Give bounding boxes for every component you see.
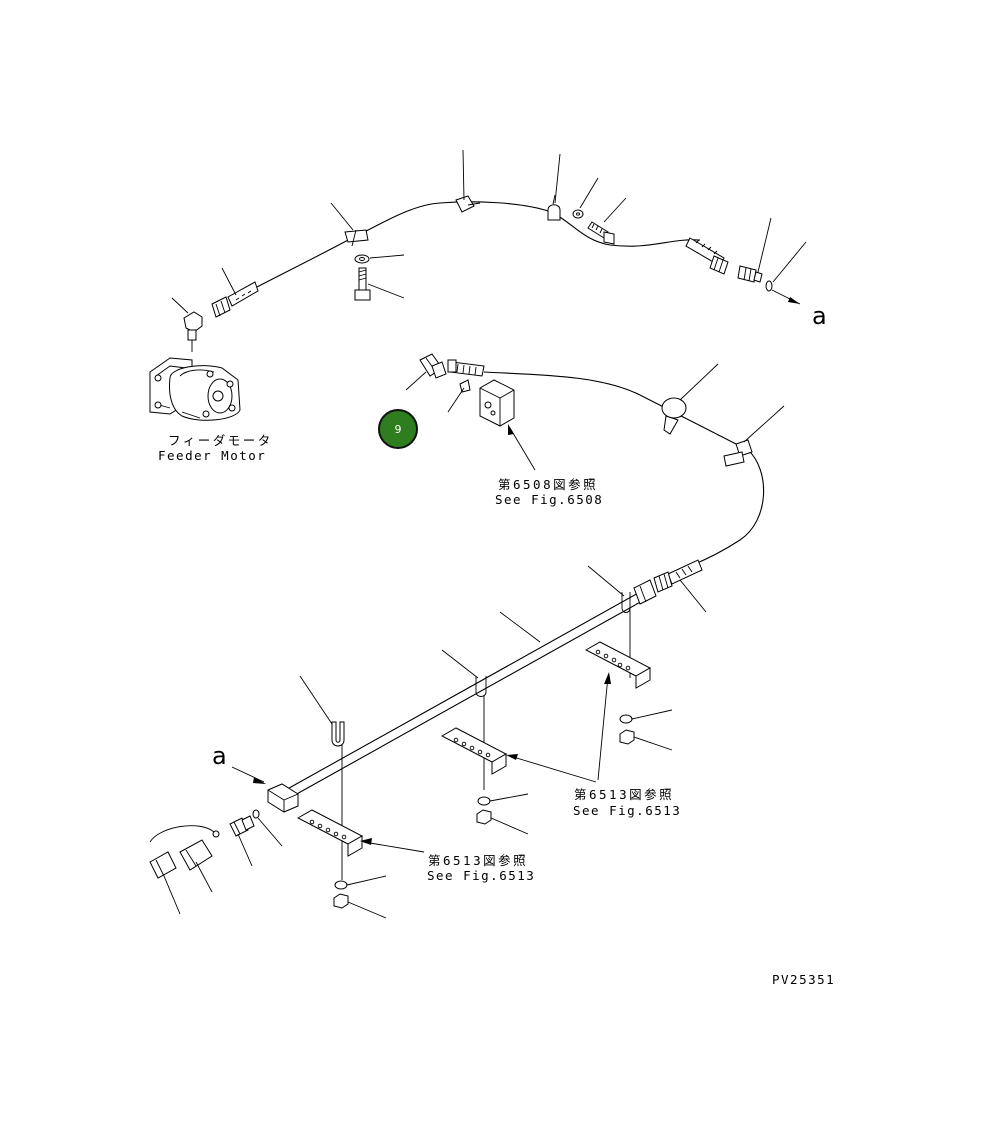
connector-arrow-a-bottom (253, 777, 266, 784)
lower-pipe (281, 591, 645, 801)
label-ref-6508-en: See Fig.6508 (495, 492, 604, 507)
callout-marker-label: 9 (394, 422, 402, 436)
center-hose-line (483, 371, 765, 567)
center-adapter (419, 353, 447, 379)
upper-clip-2 (455, 195, 481, 213)
label-ref-6513-jp-bottom: 第6513図参照 (428, 853, 529, 868)
bracket-left (296, 809, 364, 857)
upper-clamp-3 (547, 194, 561, 221)
connector-label-a-top: a (812, 302, 827, 330)
washer-middle (477, 796, 491, 806)
label-feeder-motor-en: Feeder Motor (158, 448, 267, 463)
lower-hose-fitting (179, 839, 213, 871)
ref-arrows-6513 (360, 672, 611, 853)
pipe-u-bolt-left (331, 721, 345, 880)
lower-right-hose-fitting (653, 559, 703, 593)
drawing-number: PV25351 (772, 972, 836, 987)
center-clip (723, 439, 753, 467)
lower-oring (252, 809, 260, 819)
label-ref-6508-jp: 第6508図参照 (498, 477, 599, 492)
washer-left (334, 880, 348, 890)
upper-oring (765, 280, 773, 292)
center-hose-fitting (447, 359, 485, 377)
upper-clamp-1 (344, 229, 369, 247)
connector-arrow-a-top (771, 289, 801, 305)
upper-bolt (354, 267, 371, 301)
ref-arrow-6508 (508, 424, 536, 471)
nut-left (333, 893, 349, 909)
bracket-right (584, 641, 652, 689)
label-ref-6513-jp-right: 第6513図参照 (574, 787, 675, 802)
callout-marker-9[interactable]: 9 (378, 409, 418, 449)
valve-block (479, 379, 515, 427)
bracket-middle (440, 727, 508, 775)
center-clamp (661, 397, 687, 435)
center-oring (459, 379, 471, 393)
upper-adapter (737, 265, 763, 283)
upper-washer-2 (572, 209, 584, 219)
lower-hose-end (149, 825, 220, 879)
label-feeder-motor-jp: フィーダモータ (168, 433, 273, 448)
pipe-end-block-left (267, 783, 299, 813)
connector-label-a-bottom: a (212, 742, 227, 770)
upper-bolt-2 (587, 221, 615, 245)
leader-lines (163, 149, 807, 919)
upper-hose-fitting-right (685, 237, 729, 275)
label-ref-6513-en-right: See Fig.6513 (573, 803, 682, 818)
upper-hose-fitting-left (211, 281, 259, 318)
feeder-motor (149, 357, 241, 421)
washer-right (619, 714, 633, 724)
nut-middle (476, 809, 492, 825)
upper-hose-line (254, 201, 701, 289)
elbow-fitting (183, 311, 203, 352)
lower-adapter (229, 815, 255, 837)
nut-right (619, 729, 635, 745)
pipe-end-fitting-right (633, 579, 657, 605)
label-ref-6513-en-bottom: See Fig.6513 (427, 868, 536, 883)
upper-washer (354, 254, 370, 264)
